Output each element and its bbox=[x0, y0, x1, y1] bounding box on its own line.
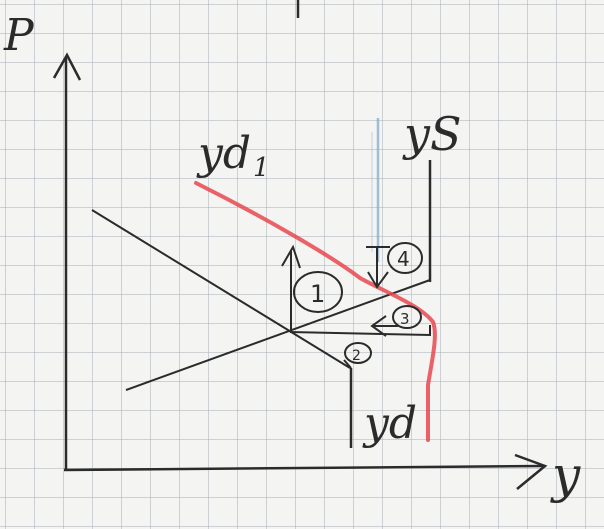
supply-line bbox=[125, 279, 431, 391]
connector-2 bbox=[343, 359, 352, 369]
shift-up-arrowhead bbox=[281, 244, 301, 269]
yd-label: yd bbox=[362, 398, 417, 449]
yd1-red-curve bbox=[194, 181, 437, 442]
marker-4: 4 bbox=[387, 242, 423, 274]
yd1-label-subscript: 1 bbox=[253, 153, 270, 183]
left-arrowhead bbox=[370, 315, 387, 337]
marker-1-label: 1 bbox=[310, 280, 325, 308]
x-axis-label: y bbox=[550, 446, 581, 504]
y-axis-label: P bbox=[3, 10, 35, 61]
marker-1: 1 bbox=[293, 271, 343, 313]
demand-line bbox=[91, 209, 351, 369]
yd-kinked-curve bbox=[289, 325, 431, 337]
down-arrowhead bbox=[367, 271, 389, 289]
marker-4-label: 4 bbox=[397, 247, 410, 271]
vertical-axis-arrow bbox=[52, 52, 82, 81]
yd1-label-main: yd bbox=[196, 128, 251, 179]
marker-2: 2 bbox=[344, 342, 372, 364]
horizontal-axis-arrow bbox=[514, 453, 548, 490]
marker-3: 3 bbox=[392, 305, 422, 329]
marker-2-label: 2 bbox=[352, 348, 361, 364]
horizontal-axis bbox=[63, 464, 546, 472]
marker-3-label: 3 bbox=[400, 310, 410, 328]
yd1-label: yd1 bbox=[196, 128, 270, 183]
ys-label: yS bbox=[402, 107, 462, 161]
